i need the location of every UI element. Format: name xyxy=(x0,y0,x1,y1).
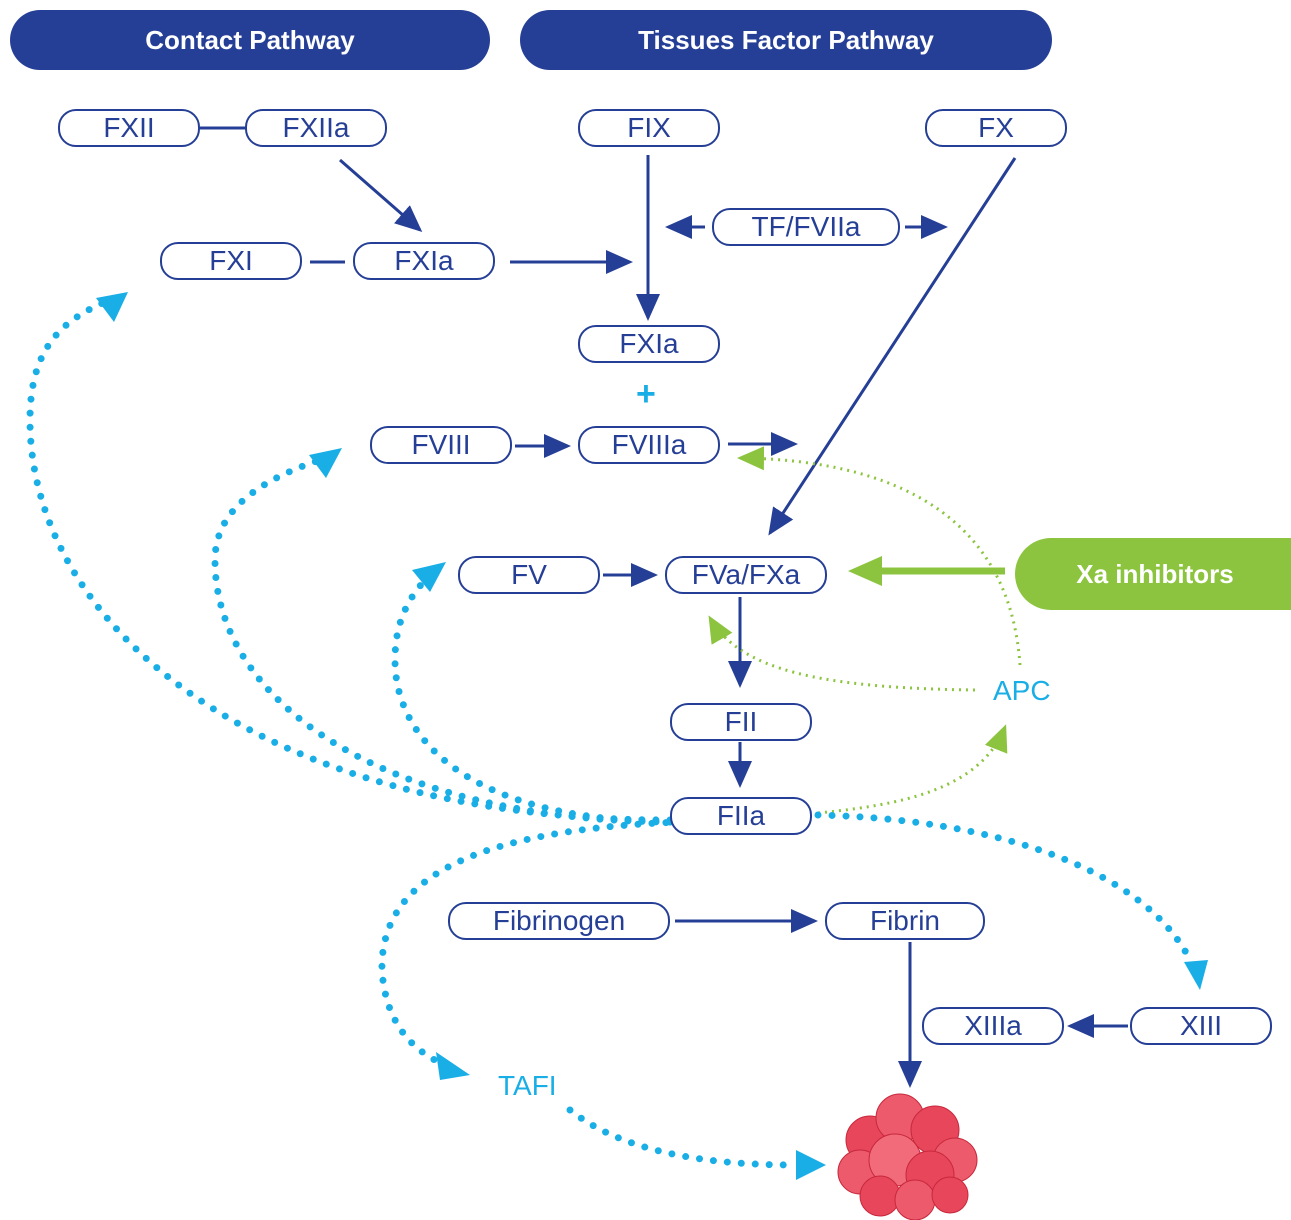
plus-sign: + xyxy=(636,375,656,413)
tafi-label: TAFI xyxy=(498,1070,557,1101)
clot-feedback-arrowhead xyxy=(796,1150,826,1180)
fiia-to-xiii-feedback xyxy=(814,811,1194,964)
node-fxii: FXII xyxy=(58,109,200,147)
node-fxiia: FXIIa xyxy=(245,109,387,147)
blood-clot-icon xyxy=(837,1093,978,1220)
fiia-to-fv-feedback xyxy=(391,571,674,826)
fxiia-to-fxia-arrow xyxy=(339,158,423,232)
node-xiii: XIII xyxy=(1130,1007,1272,1045)
node-fx: FX xyxy=(925,109,1067,147)
xa-inhibitors-badge: Xa inhibitors xyxy=(1015,538,1291,610)
fv-feedback-arrowhead xyxy=(412,562,446,592)
fviii-feedback-arrowhead xyxy=(309,448,342,478)
node-fviiia: FVIIIa xyxy=(578,426,720,464)
fiia-to-tafi-feedback xyxy=(378,818,684,1069)
node-fibrin: Fibrin xyxy=(825,902,985,940)
fiia-to-fviii-feedback xyxy=(211,456,674,826)
tafi-feedback-arrowhead xyxy=(436,1052,470,1080)
contact-pathway-header: Contact Pathway xyxy=(10,10,490,70)
node-fibrinogen: Fibrinogen xyxy=(448,902,670,940)
node-fviii: FVIII xyxy=(370,426,512,464)
node-xiiia: XIIIa xyxy=(922,1007,1064,1045)
node-fva-fxa: FVa/FXa xyxy=(665,556,827,594)
fxi-feedback-arrowhead xyxy=(96,292,128,322)
tissue-factor-pathway-header: Tissues Factor Pathway xyxy=(520,10,1052,70)
tafi-to-clot-feedback xyxy=(566,1106,799,1169)
xa-inhibitor-arrowhead xyxy=(848,556,882,586)
node-fxia-center: FXIa xyxy=(578,325,720,363)
node-fii: FII xyxy=(670,703,812,741)
xiii-feedback-arrowhead xyxy=(1184,960,1208,990)
fiia-to-fxi-feedback xyxy=(26,296,674,824)
fiia-to-apc-arrow xyxy=(817,724,1008,815)
apc-label: APC xyxy=(993,675,1051,706)
node-fix: FIX xyxy=(578,109,720,147)
node-fxi: FXI xyxy=(160,242,302,280)
fx-to-fvafxa-arrow xyxy=(768,157,1017,536)
node-fv: FV xyxy=(458,556,600,594)
node-tf-fviia: TF/FVIIa xyxy=(712,208,900,246)
apc-to-fvafxa-arrow xyxy=(708,615,976,692)
node-fiia: FIIa xyxy=(670,797,812,835)
node-fxia: FXIa xyxy=(353,242,495,280)
